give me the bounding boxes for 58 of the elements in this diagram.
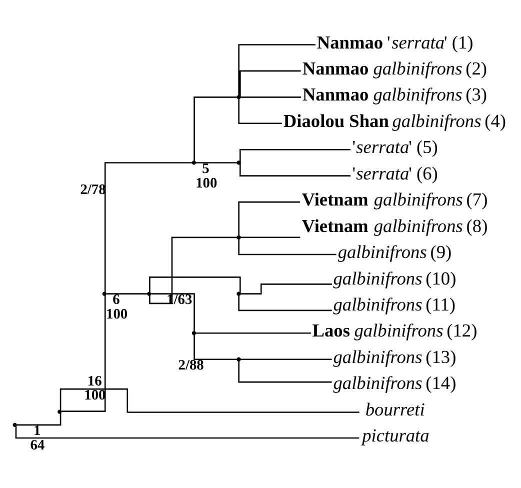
connector	[238, 98, 282, 124]
node-text: 'serrata' (6)	[352, 163, 438, 184]
node-text: Diaolou Shan galbinifrons (4)	[283, 110, 506, 131]
node-text: 'serrata' (5)	[352, 137, 438, 158]
edge-label: 2/88	[178, 358, 204, 374]
connector	[194, 96, 237, 162]
connector	[238, 44, 316, 96]
connector	[240, 70, 301, 98]
node-text: galbinifrons (14)	[333, 373, 456, 394]
node-point	[236, 95, 241, 100]
node-text: Vietnam galbinifrons (7)	[302, 190, 488, 210]
node-point	[12, 422, 17, 427]
edge-label: 2/78	[80, 182, 106, 198]
node-text: picturata	[362, 426, 430, 446]
node-point	[236, 235, 241, 240]
node-point	[192, 331, 196, 336]
node-text: Laos galbinifrons (12)	[312, 320, 478, 341]
node-point	[236, 357, 241, 362]
connector	[16, 413, 62, 426]
connector	[240, 358, 332, 360]
connector	[106, 293, 148, 294]
connector	[238, 295, 332, 312]
node-text: Vietnam galbinifrons (8)	[302, 216, 488, 236]
node-point	[192, 160, 196, 165]
connector	[196, 162, 238, 164]
node-point	[236, 160, 241, 165]
connector	[194, 334, 237, 360]
connector	[104, 162, 192, 292]
edge-label: 16 100	[84, 373, 106, 404]
edge-label: 5 100	[196, 160, 218, 192]
node-point	[147, 292, 152, 296]
connector	[240, 162, 351, 176]
node-text: galbinifrons (11)	[333, 294, 456, 314]
connector	[196, 332, 311, 334]
node-point	[236, 292, 241, 296]
node-point	[58, 410, 62, 414]
node-point	[102, 292, 106, 296]
node-text: Nanmao galbinifrons (3)	[302, 84, 488, 105]
connector	[240, 96, 302, 98]
edge-label: 6 100	[106, 292, 128, 322]
connector	[240, 284, 332, 294]
connector	[240, 148, 351, 163]
node-text: Nanmao 'serrata' (1)	[316, 32, 474, 52]
node-text: Nanmao galbinifrons (2)	[302, 58, 488, 78]
node-text: galbinifrons (10)	[333, 268, 456, 288]
connector	[238, 239, 336, 256]
connector	[149, 276, 241, 294]
connector	[238, 360, 332, 383]
connector	[15, 426, 360, 439]
connector	[240, 236, 300, 238]
edge-label: 1 64	[30, 423, 45, 454]
connector	[62, 295, 106, 412]
node-text: bourreti	[365, 399, 425, 420]
node-text: galbinifrons (13)	[333, 346, 456, 367]
connector	[60, 388, 360, 413]
connector	[238, 201, 300, 236]
connector	[149, 236, 238, 304]
node-text: galbinifrons (9)	[338, 242, 452, 262]
